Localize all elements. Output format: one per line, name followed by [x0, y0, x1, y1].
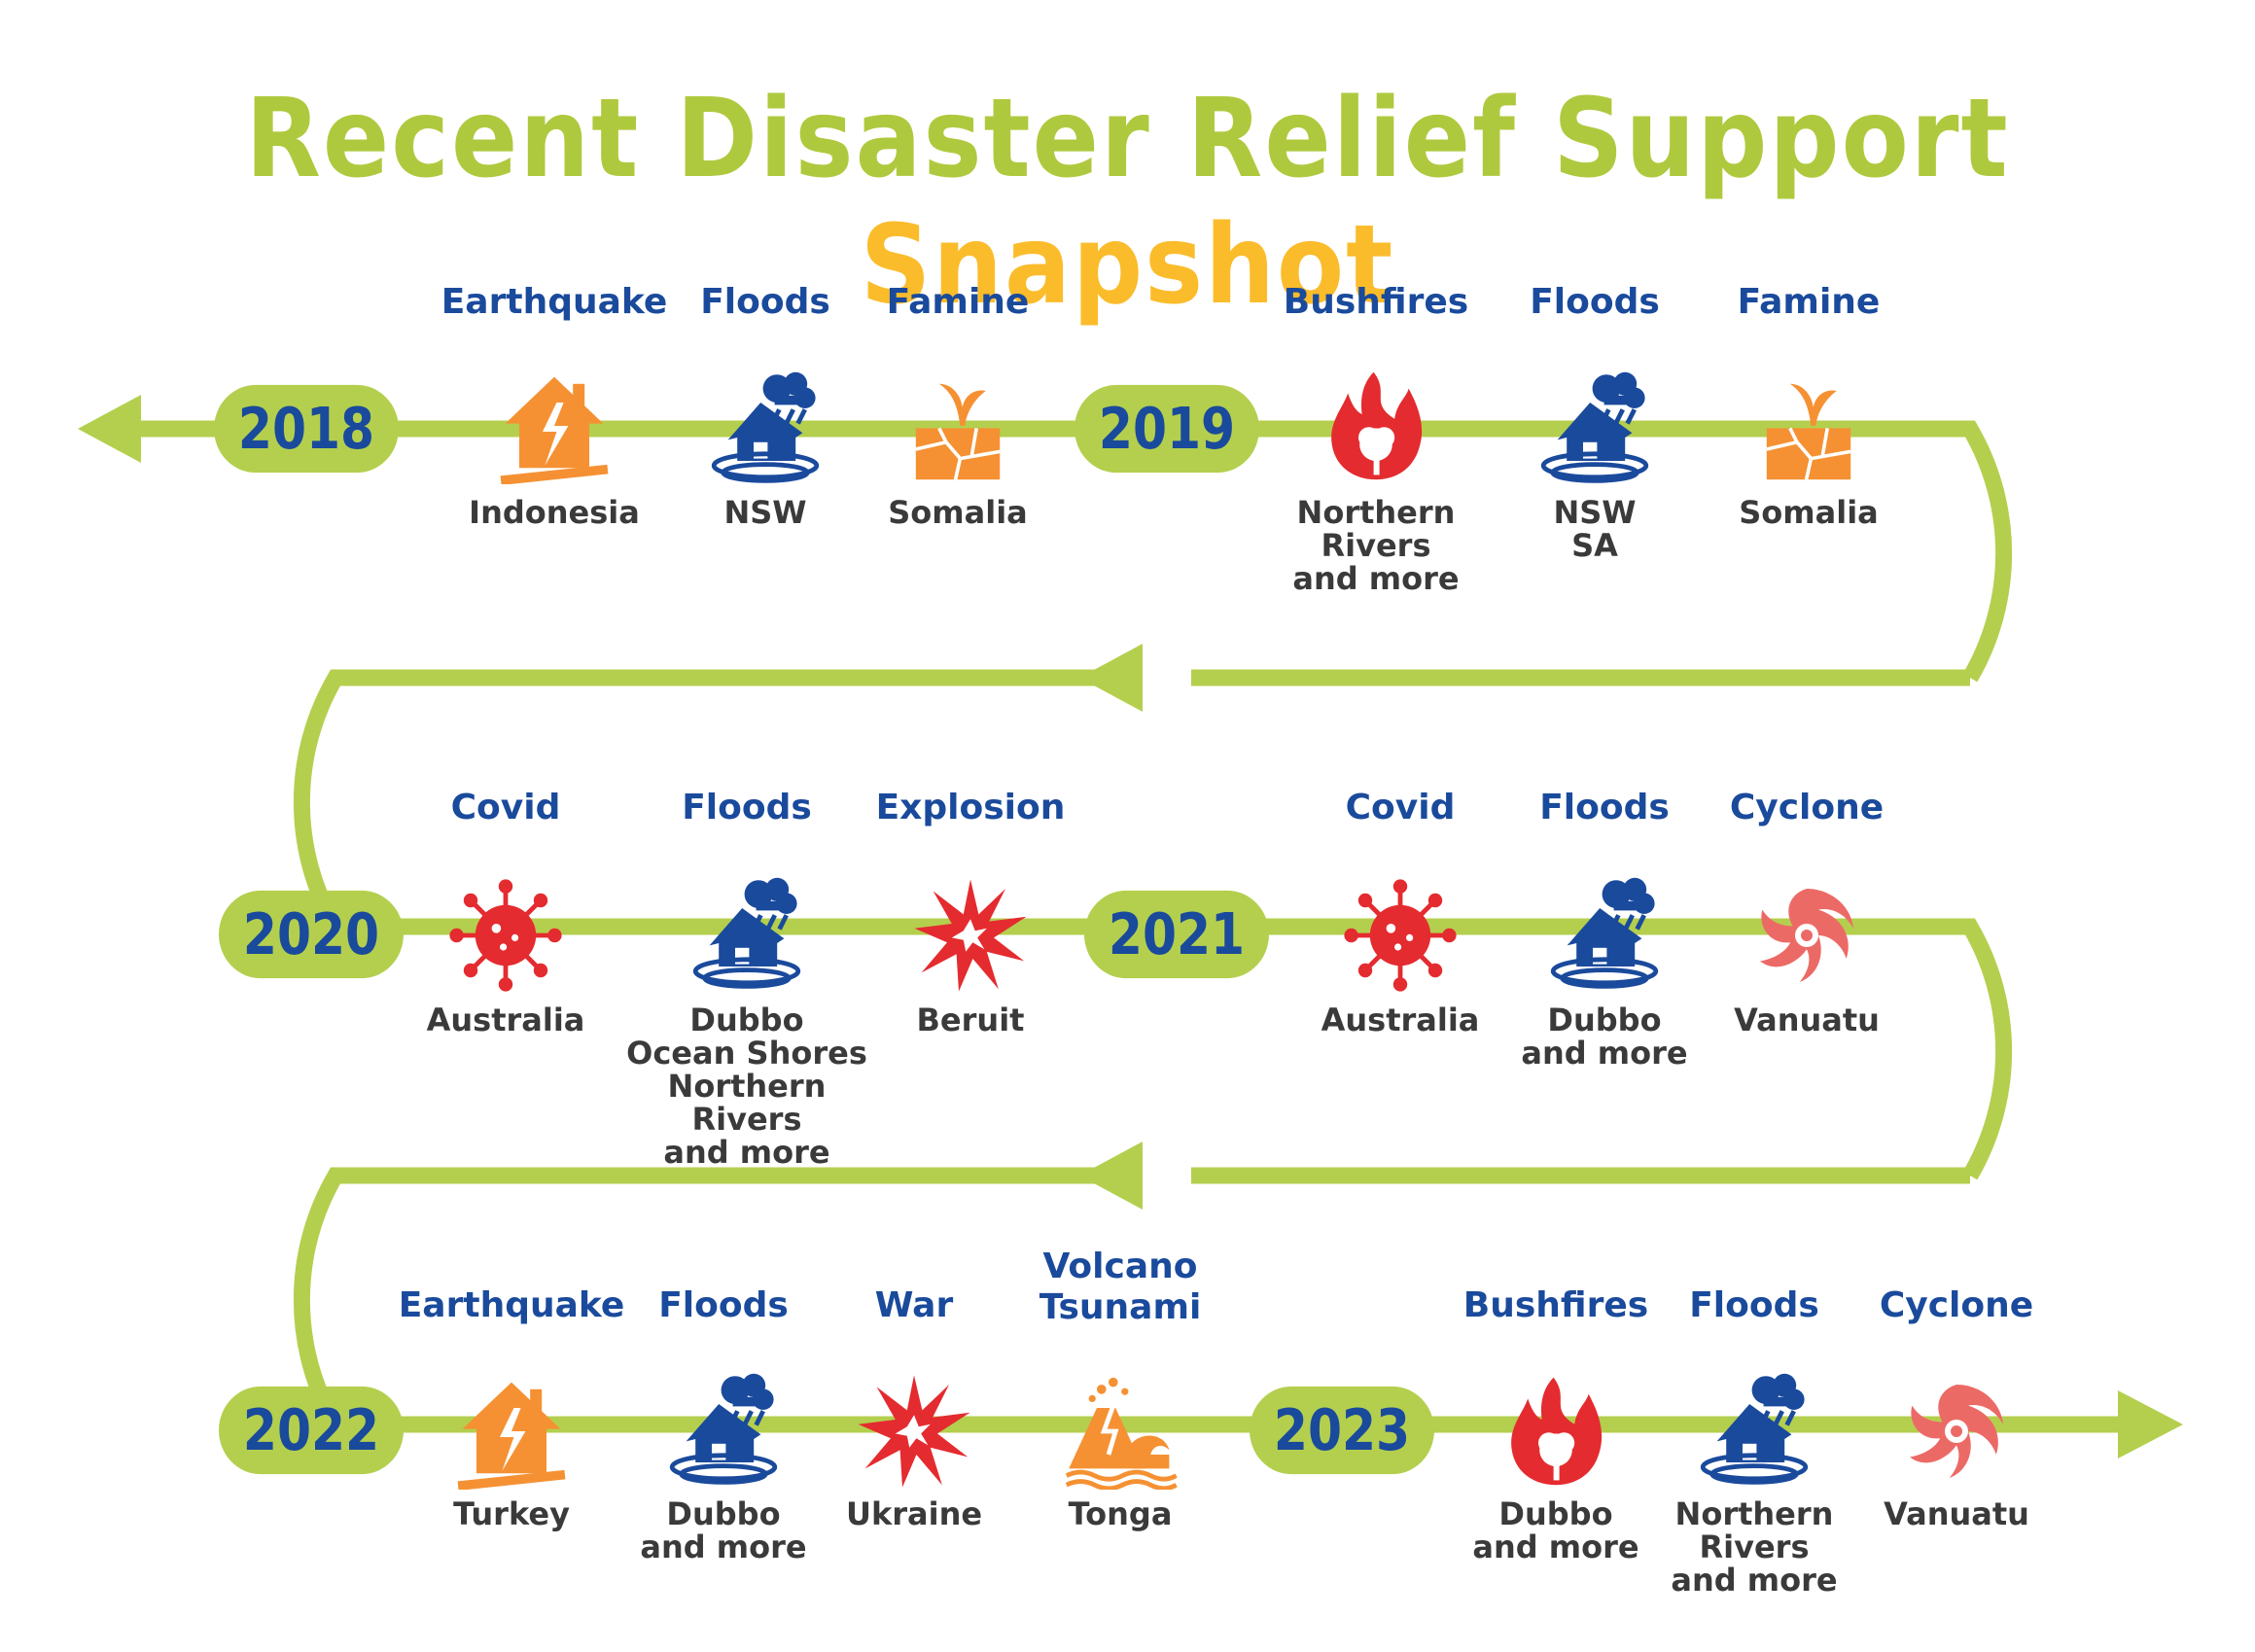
event-place: Somalia: [888, 494, 1028, 531]
year-badge-2023: 2023: [1250, 1386, 1434, 1475]
event-type: Floods: [682, 788, 812, 827]
famine-icon: [1750, 368, 1867, 484]
event-type: Bushfires: [1462, 1285, 1649, 1325]
track-row-1: [131, 420, 2013, 683]
event-place: Dubbo Ocean Shores Northern Rivers and m…: [626, 1002, 867, 1171]
event-place: Vanuatu: [1734, 1002, 1880, 1038]
event-place: Vanuatu: [1884, 1495, 2029, 1532]
flood-icon: [665, 1369, 782, 1486]
event-type: Earthquake: [440, 282, 668, 322]
explosion-icon: [912, 877, 1029, 994]
year-badge-2022: 2022: [219, 1386, 404, 1475]
year-badge-2019: 2019: [1075, 384, 1259, 474]
volcano-icon: [1062, 1373, 1179, 1490]
explosion-icon: [856, 1373, 972, 1490]
earthquake-icon: [496, 368, 613, 484]
event-type: Covid: [1345, 788, 1456, 827]
arrow-start-icon: [78, 395, 141, 463]
virus-icon: [447, 877, 564, 994]
event-type: Bushfires: [1283, 282, 1469, 322]
event-type: Floods: [700, 282, 830, 322]
famine-icon: [899, 368, 1016, 484]
event-place: Australia: [1321, 1002, 1480, 1038]
event-place: Turkey: [453, 1495, 570, 1532]
bushfire-icon: [1497, 1373, 1614, 1490]
arrow-end-icon: [2118, 1390, 2183, 1459]
event-type: Floods: [1539, 788, 1670, 827]
flood-icon: [1536, 368, 1653, 484]
event-type: Volcano Tsunami: [1039, 1247, 1202, 1327]
title-main: Recent Disaster Relief Support: [245, 76, 2010, 202]
year-badge-2020: 2020: [219, 890, 404, 979]
event-type: Cyclone: [1879, 1285, 2034, 1325]
event-place: NSW: [723, 494, 807, 531]
event-place: Australia: [426, 1002, 585, 1038]
flood-icon: [1546, 873, 1663, 990]
event-type: Floods: [658, 1285, 789, 1325]
flood-icon: [688, 873, 805, 990]
event-type: Floods: [1530, 282, 1660, 322]
event-type: Covid: [450, 788, 561, 827]
event-place: Indonesia: [469, 494, 640, 531]
year-badge-2018: 2018: [214, 384, 399, 474]
earthquake-icon: [453, 1373, 570, 1490]
event-place: Tonga: [1068, 1495, 1173, 1532]
event-place: Ukraine: [845, 1495, 983, 1532]
event-type: War: [874, 1285, 954, 1325]
event-place: Dubbo and more: [1472, 1495, 1639, 1565]
event-place: Dubbo and more: [640, 1495, 807, 1565]
event-type: Cyclone: [1729, 788, 1885, 827]
arrow-row3-icon: [1079, 1142, 1143, 1210]
year-badge-2021: 2021: [1084, 890, 1269, 979]
bushfire-icon: [1318, 368, 1434, 484]
event-type: Earthquake: [398, 1285, 625, 1325]
event-type: Explosion: [875, 788, 1066, 827]
event-type: Floods: [1689, 1285, 1819, 1325]
event-place: Beruit: [916, 1002, 1025, 1038]
cyclone-icon: [1748, 877, 1865, 994]
event-place: Northern Rivers and more: [1671, 1495, 1838, 1599]
virus-icon: [1342, 877, 1459, 994]
event-place: Northern Rivers and more: [1292, 494, 1460, 597]
event-type: Famine: [1737, 282, 1881, 322]
event-type: Famine: [886, 282, 1030, 322]
title-highlight: Snapshot: [860, 202, 1395, 329]
infographic-title: Recent Disaster Relief Support Snapshot: [0, 76, 2255, 329]
flood-icon: [1696, 1369, 1813, 1486]
event-place: Somalia: [1739, 494, 1879, 531]
cyclone-icon: [1898, 1373, 2015, 1490]
flood-icon: [707, 368, 824, 484]
event-place: NSW SA: [1553, 494, 1637, 564]
arrow-row2-icon: [1079, 644, 1143, 712]
event-place: Dubbo and more: [1521, 1002, 1688, 1072]
